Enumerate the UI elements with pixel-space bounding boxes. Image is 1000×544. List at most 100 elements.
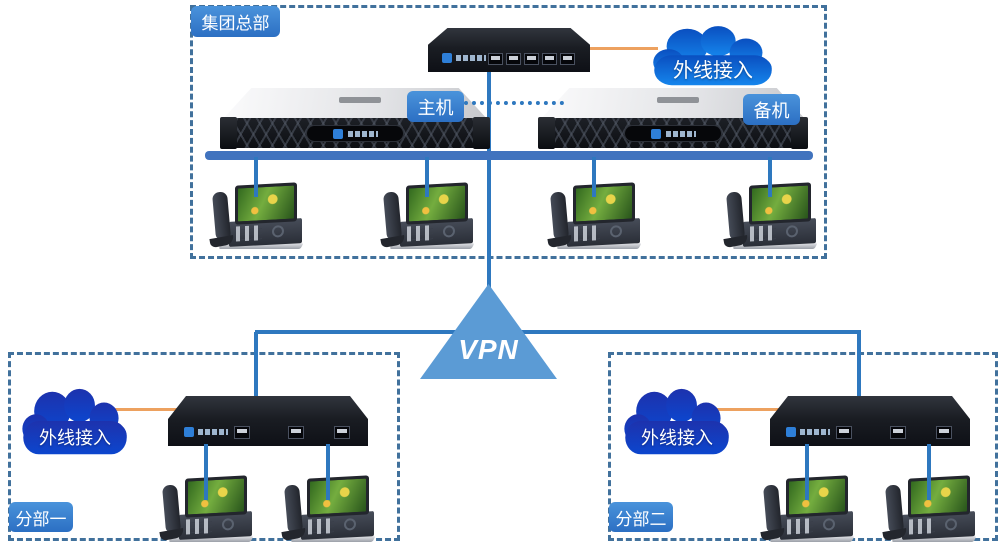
logo-wordmark [347, 130, 378, 137]
phone-nav-button [945, 518, 957, 531]
server-logo-plate [306, 125, 404, 142]
ethernet-port-icon [506, 53, 521, 65]
branch2-outside-line [700, 408, 780, 411]
brand-logo-icon [442, 53, 486, 63]
backup-server [538, 88, 808, 149]
phone-link-line [768, 157, 772, 197]
phone-link-line [425, 157, 429, 197]
hq-gateway-link-line [487, 70, 491, 153]
branch1-link-line [254, 332, 258, 406]
vpn-trunk-line [487, 158, 491, 288]
cloud-icon [653, 26, 772, 86]
phone-nav-button [222, 518, 234, 531]
branch2-link-line [857, 332, 861, 406]
phone-screen [307, 475, 369, 518]
phone-nav-button [443, 225, 455, 238]
logo-mark-icon [786, 427, 796, 437]
vpn-backbone-line [255, 330, 861, 334]
server-logo-plate [624, 125, 722, 142]
phone-handset-icon [725, 191, 746, 240]
ethernet-port-icon [836, 426, 852, 439]
phone-handset-icon [884, 484, 905, 533]
phone-nav-button [610, 225, 622, 238]
phone-handset-icon [161, 484, 182, 533]
logo-mark-icon [650, 128, 661, 139]
branch1-outside-line [98, 408, 178, 411]
branch1-region-label: 分部一 [9, 502, 73, 532]
cloud-label: 外线接入 [39, 428, 111, 448]
hq-region-box [190, 5, 827, 259]
ethernet-port-icon [936, 426, 952, 439]
ethernet-port-icon [890, 426, 906, 439]
backup-server-label: 备机 [743, 94, 800, 125]
branch2-outside-cloud: 外线接入 [618, 382, 736, 464]
server-rack-ear [473, 117, 490, 149]
phone-screen [749, 182, 811, 225]
hq-lan-bus [205, 151, 813, 160]
hq-region-label: 集团总部 [191, 6, 280, 37]
vpn-label: VPN [458, 334, 519, 365]
cloud-label: 外线接入 [641, 428, 713, 448]
phone-handset-icon [283, 484, 304, 533]
ethernet-port-icon [288, 426, 304, 439]
server-rack-ear [538, 117, 555, 149]
branch2-region-label: 分部二 [609, 502, 673, 532]
logo-mark-icon [442, 53, 452, 63]
phone-link-line [927, 444, 931, 500]
cloud-icon [624, 388, 729, 455]
ethernet-port-icon [542, 53, 557, 65]
logo-wordmark [665, 130, 696, 137]
phone-handset-icon [382, 191, 403, 240]
server-top-slot [339, 97, 382, 103]
logo-mark-icon [184, 427, 194, 437]
phone-screen [908, 475, 970, 518]
server-top-slot [657, 97, 700, 103]
hq-outside-line [580, 47, 658, 50]
server-rack-ear [791, 117, 808, 149]
ethernet-port-icon [524, 53, 539, 65]
branch1-outside-cloud: 外线接入 [16, 382, 134, 464]
phone-screen [406, 182, 468, 225]
gateway-chassis [428, 28, 590, 72]
ethernet-port-icon [560, 53, 575, 65]
phone-nav-button [344, 518, 356, 531]
logo-wordmark [198, 429, 228, 435]
phone-keypad [236, 225, 262, 242]
phone-screen [786, 475, 848, 518]
phone-link-line [254, 157, 258, 197]
phone-nav-button [786, 225, 798, 238]
branch1-voip-gateway [168, 396, 368, 446]
phone-keypad [750, 225, 776, 242]
ha-heartbeat-dotted-line [464, 101, 564, 105]
brand-logo-icon [786, 427, 830, 437]
phone-nav-button [272, 225, 284, 238]
ethernet-port-icon [488, 53, 503, 65]
logo-wordmark [800, 429, 830, 435]
primary-server-label: 主机 [407, 91, 464, 122]
phone-keypad [186, 518, 212, 535]
phone-keypad [574, 225, 600, 242]
phone-handset-icon [211, 191, 232, 240]
phone-keypad [407, 225, 433, 242]
phone-keypad [308, 518, 334, 535]
phone-screen [185, 475, 247, 518]
phone-link-line [592, 157, 596, 197]
cloud-label: 外线接入 [673, 60, 753, 82]
phone-link-line [326, 444, 330, 500]
phone-screen [235, 182, 297, 225]
phone-handset-icon [549, 191, 570, 240]
ethernet-port-icon [234, 426, 250, 439]
hq-outside-cloud: 外线接入 [646, 20, 780, 94]
phone-nav-button [823, 518, 835, 531]
phone-link-line [805, 444, 809, 500]
phone-link-line [204, 444, 208, 500]
primary-server [220, 88, 490, 149]
cloud-icon [22, 388, 127, 455]
server-rack-ear [220, 117, 237, 149]
phone-keypad [787, 518, 813, 535]
phone-keypad [909, 518, 935, 535]
phone-screen [573, 182, 635, 225]
ethernet-port-icon [334, 426, 350, 439]
logo-wordmark [456, 55, 486, 61]
